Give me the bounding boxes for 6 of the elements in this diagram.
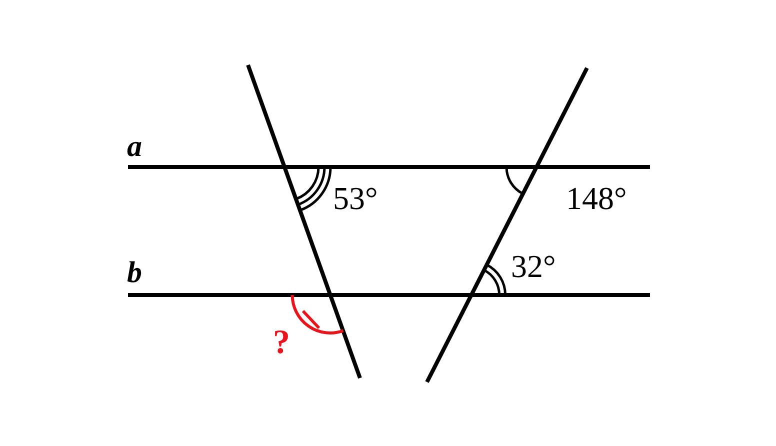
angle-label: 53°: [333, 182, 378, 214]
line-name: a: [127, 132, 142, 162]
angle-label: 148°: [566, 182, 627, 214]
unknown-angle-mark: ?: [273, 326, 290, 360]
angle-label: 32°: [511, 250, 556, 282]
line-name: b: [127, 258, 142, 288]
